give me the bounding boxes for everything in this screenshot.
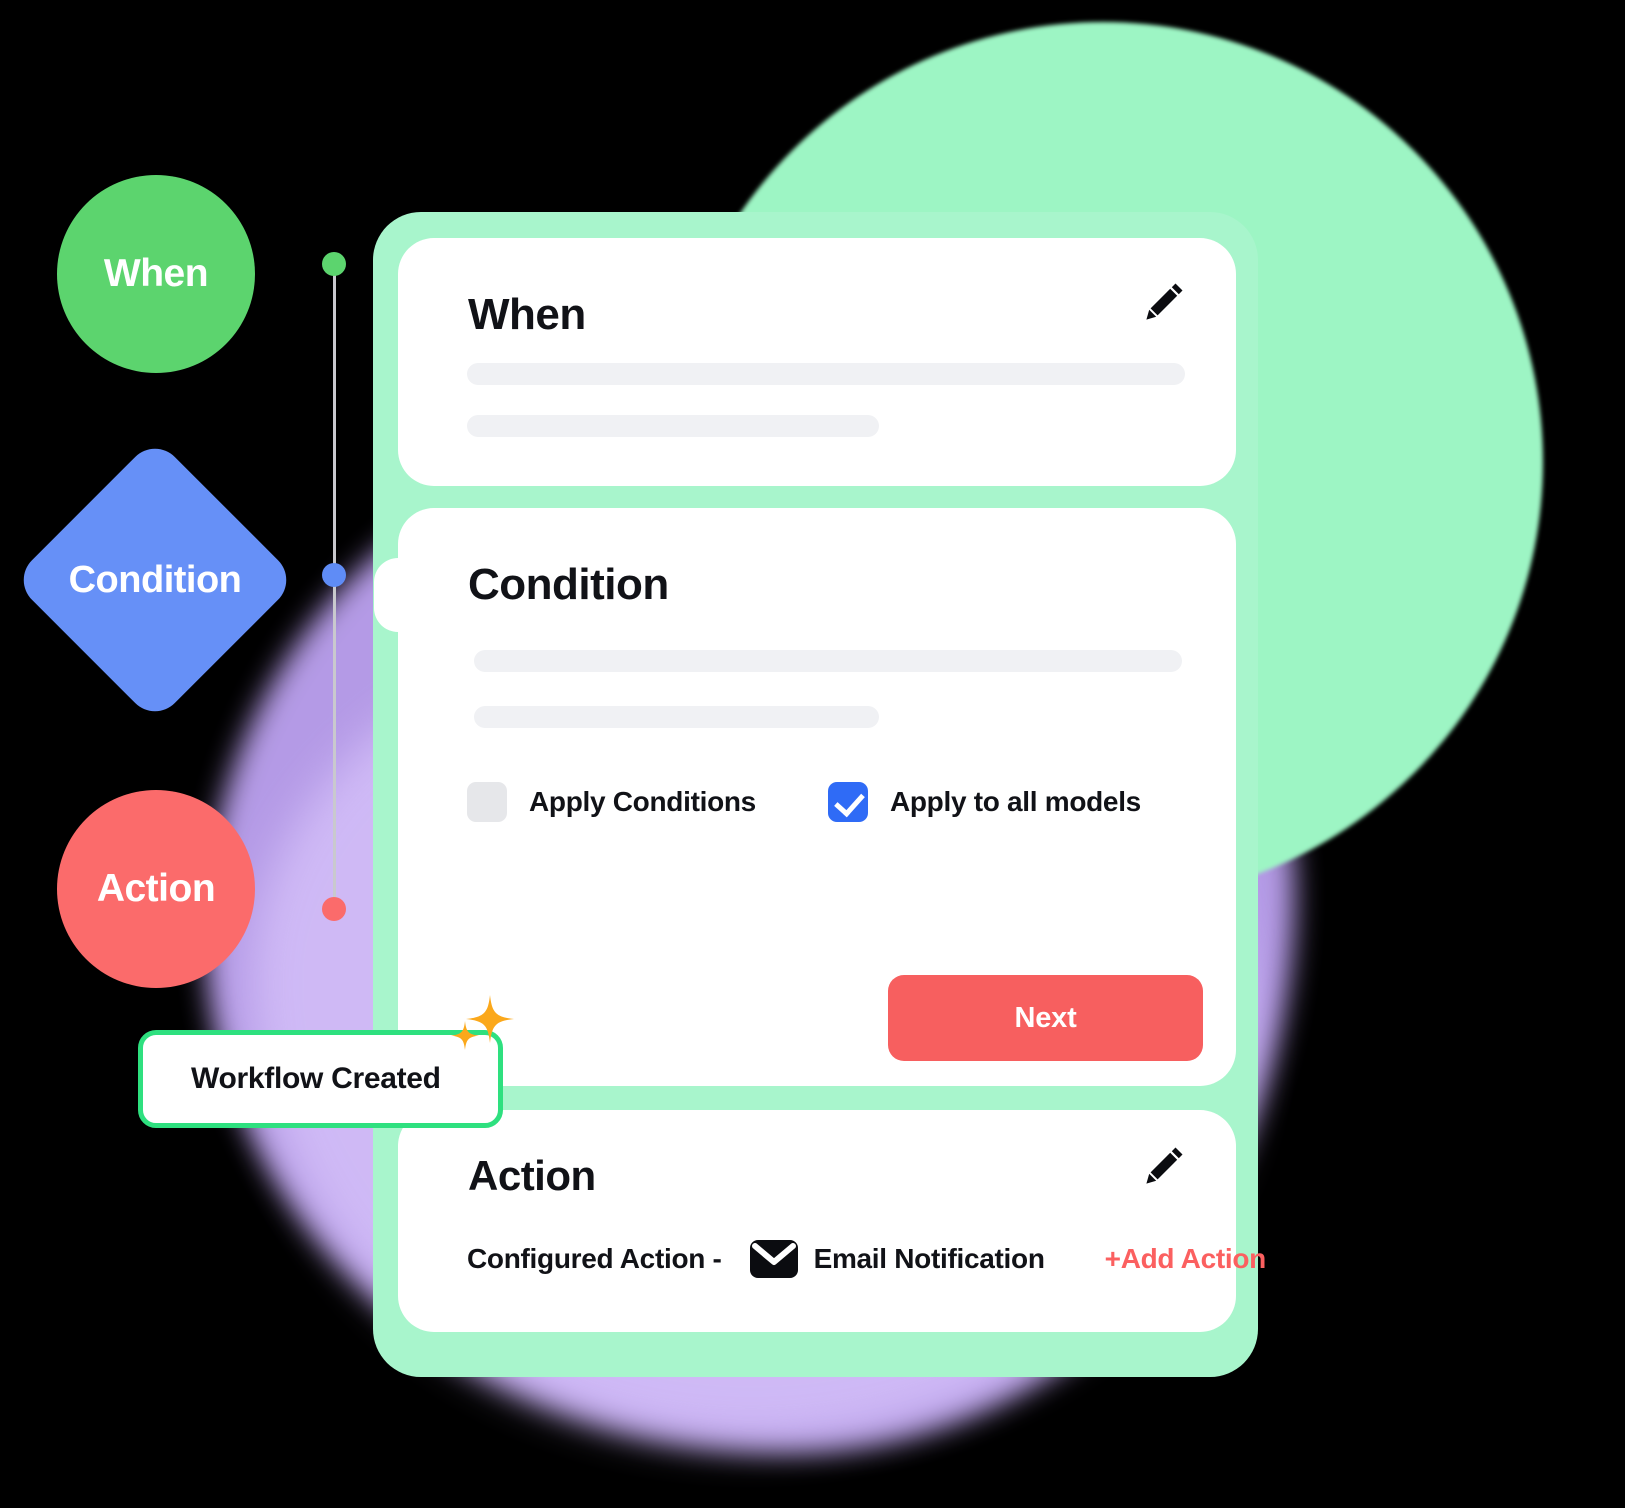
legend-shape-when-label: When (103, 252, 209, 295)
workflow-created-toast: Workflow Created (138, 1030, 503, 1128)
condition-skeleton-line-1 (474, 650, 1182, 672)
configured-action-prefix: Configured Action - (467, 1243, 722, 1274)
pencil-icon[interactable] (1142, 278, 1188, 324)
when-card-title: When (468, 290, 586, 339)
condition-card-title: Condition (468, 560, 669, 609)
condition-dot (322, 563, 346, 587)
checkbox-apply-to-all-models[interactable]: Apply to all models (827, 782, 1141, 822)
legend-shape-condition-label: Condition (68, 558, 242, 601)
condition-card-notch (374, 558, 422, 632)
checkbox-apply-conditions-label: Apply Conditions (529, 786, 756, 817)
checkbox-checked-icon[interactable] (827, 782, 868, 822)
action-card: Action (398, 1110, 1236, 1332)
when-skeleton-line-1 (467, 363, 1185, 385)
legend-shape-condition: Condition (12, 437, 298, 723)
toast-message: Workflow Created (191, 1062, 441, 1095)
legend-shape-when: When (57, 175, 255, 373)
next-button[interactable]: Next (888, 975, 1203, 1061)
pencil-icon[interactable] (1142, 1142, 1188, 1188)
workflow-connector-line (333, 264, 336, 914)
action-dot (322, 897, 346, 921)
condition-checkbox-row: Apply Conditions Apply to all models (467, 782, 1141, 822)
when-skeleton-line-2 (467, 415, 879, 437)
configured-action-row: Configured Action - Email Notification +… (467, 1240, 1266, 1278)
legend-shape-action: Action (57, 790, 255, 988)
configured-action-name: Email Notification (813, 1243, 1045, 1274)
checkbox-apply-conditions[interactable]: Apply Conditions (467, 782, 756, 822)
legend-shape-action-label: Action (96, 867, 216, 910)
checkbox-apply-to-all-models-label: Apply to all models (889, 786, 1141, 817)
add-action-button[interactable]: +Add Action (1104, 1243, 1267, 1274)
condition-skeleton-line-2 (474, 706, 879, 728)
action-card-title: Action (468, 1152, 596, 1199)
sparkles-icon (451, 995, 514, 1050)
envelope-icon (749, 1240, 798, 1278)
when-card: When (398, 238, 1236, 486)
checkbox-unchecked-icon[interactable] (467, 782, 507, 822)
when-dot (322, 252, 346, 276)
